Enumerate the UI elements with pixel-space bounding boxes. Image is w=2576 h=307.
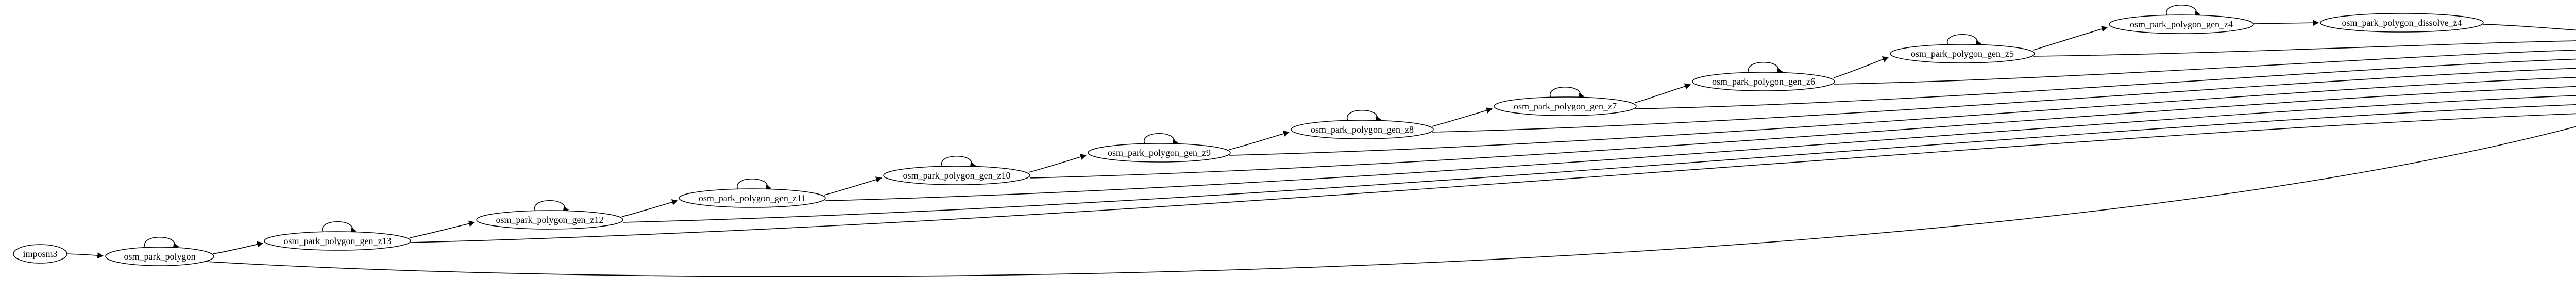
edge-gen-z9-to-row-z9 [1229,77,2576,156]
node-osm-park-polygon-gen-z6: osm_park_polygon_gen_z6 [1692,72,1835,91]
node-ellipse [13,244,67,264]
edge-osm-park-polygon-to-row-z14plus [206,126,2576,277]
edge-osm-park-polygon-to-gen-z13 [213,241,264,254]
node-label: osm_park_polygon_gen_z9 [1108,148,1211,158]
self-loop-gen-z5 [1947,34,1982,47]
node-label: osm_park_polygon_gen_z12 [496,215,604,225]
edge-gen-z10-to-row-z10 [1029,86,2576,179]
self-loop-gen-z12 [534,200,569,213]
node-label: osm_park_polygon_gen_z4 [2130,19,2233,29]
edge-gen-z12-to-row-z12 [622,104,2576,223]
edge-gen-z11-to-gen-z10 [824,176,883,196]
edge-gen-z8-to-gen-z7 [1432,107,1493,127]
node-ellipse [883,166,1030,185]
node-imposm3: imposm3 [13,244,67,264]
edge-gen-z13-to-row-z13 [410,113,2576,243]
node-label: osm_park_polygon_dissolve_z4 [2342,18,2462,28]
edge-gen-z5-to-gen-z4 [2033,26,2108,51]
node-osm-park-polygon-gen-z9: osm_park_polygon_gen_z9 [1088,143,1231,163]
node-label: osm_park_polygon [124,251,196,262]
edge-gen-z7-to-gen-z6 [1635,83,1691,103]
node-osm-park-polygon-gen-z7: osm_park_polygon_gen_z7 [1494,96,1637,116]
edge-imposm3-to-osm-park-polygon [66,252,104,259]
node-label: osm_park_polygon_gen_z7 [1514,101,1617,111]
edge-layer [66,4,2576,277]
self-loop-gen-z11 [737,178,772,191]
node-osm-park-polygon-gen-z8: osm_park_polygon_gen_z8 [1291,120,1434,139]
self-loop-gen-z6 [1748,61,1783,75]
node-ellipse [476,210,623,230]
self-loop-gen-z13 [322,221,357,234]
node-label: osm_park_polygon_gen_z6 [1712,76,1815,87]
self-loop-gen-z4 [2166,4,2201,18]
edge-gen-z7-to-row-z7 [1635,58,2576,109]
node-ellipse [2320,13,2484,33]
edge-gen-z11-to-row-z11 [825,95,2576,201]
node-label: osm_park_polygon_gen_z5 [1911,49,2014,59]
node-osm-park-polygon-dissolve-z4: osm_park_polygon_dissolve_z4 [2320,13,2484,33]
edge-gen-z6-to-gen-z5 [1833,56,1889,78]
node-ellipse [105,247,214,266]
node-ellipse [264,231,411,251]
node-label: osm_park_polygon_gen_z11 [699,193,806,203]
node-ellipse [1088,143,1231,163]
node-osm-park-polygon-gen-z13: osm_park_polygon_gen_z13 [264,231,411,251]
node-osm-park-polygon-gen-z4: osm_park_polygon_gen_z4 [2109,14,2254,34]
node-label: osm_park_polygon_gen_z10 [903,170,1011,181]
node-label: osm_park_polygon_gen_z13 [284,236,392,246]
edge-gen-z5-to-row-z5 [2033,40,2576,57]
edge-gen-z8-to-row-z8 [1432,68,2576,133]
node-osm-park-polygon: osm_park_polygon [105,247,214,266]
node-ellipse [1890,44,2035,63]
node-ellipse [679,188,826,208]
edge-gen-z4-to-dissolve-z4 [2253,20,2319,26]
node-ellipse [1291,120,1434,139]
self-loop-gen-z10 [941,155,976,169]
self-loop-gen-z8 [1347,109,1382,123]
node-osm-park-polygon-gen-z5: osm_park_polygon_gen_z5 [1890,44,2035,63]
edge-dissolve-z4-to-row-z4 [2483,24,2576,31]
node-layer: imposm3 osm_park_polygon osm_park_polygo… [13,13,2484,266]
edge-gen-z10-to-gen-z9 [1028,154,1087,173]
edge-gen-z9-to-gen-z8 [1229,131,1290,150]
node-ellipse [1494,96,1637,116]
self-loop-osm-park-polygon [144,236,179,250]
self-loop-gen-z9 [1144,133,1179,146]
node-ellipse [2109,14,2254,34]
edge-gen-z12-to-gen-z11 [621,199,679,217]
edge-gen-z6-to-row-z6 [1833,50,2576,85]
node-label: imposm3 [23,249,57,259]
node-osm-park-polygon-gen-z11: osm_park_polygon_gen_z11 [679,188,826,208]
node-ellipse [1692,72,1835,91]
self-loop-gen-z7 [1550,86,1585,100]
node-osm-park-polygon-gen-z12: osm_park_polygon_gen_z12 [476,210,623,230]
node-osm-park-polygon-gen-z10: osm_park_polygon_gen_z10 [883,166,1030,185]
edge-gen-z13-to-gen-z12 [409,220,476,238]
node-label: osm_park_polygon_gen_z8 [1311,124,1414,135]
